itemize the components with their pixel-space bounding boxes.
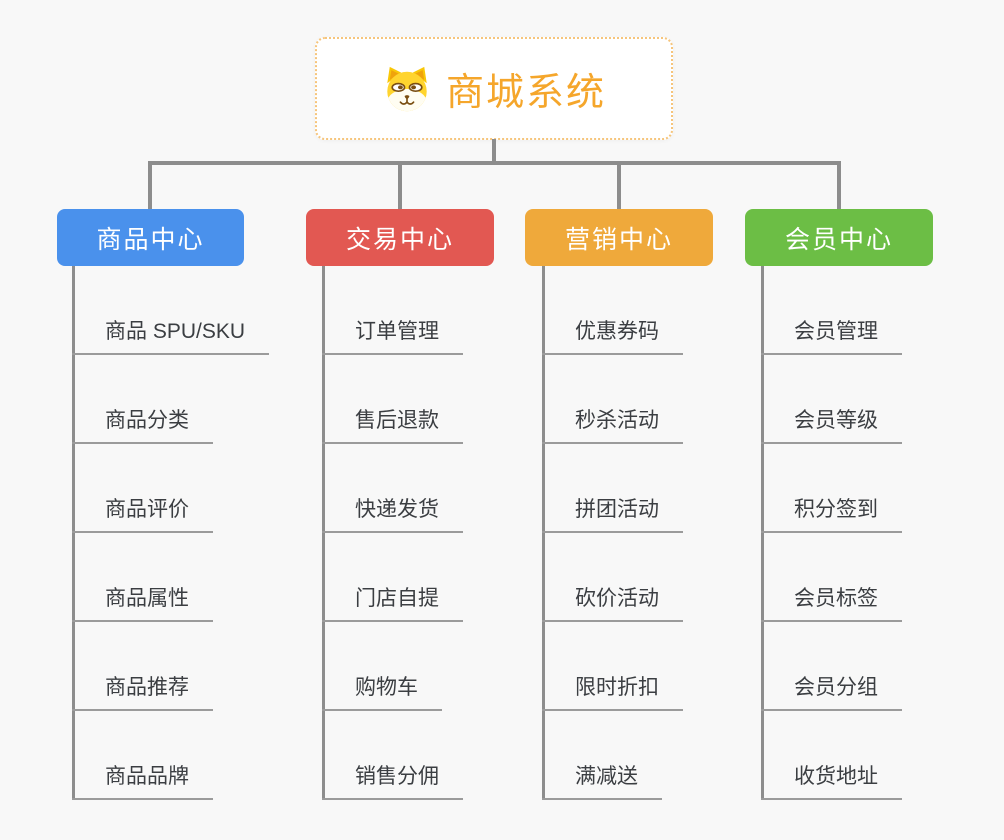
leaf-node[interactable]: 快递发货 <box>322 493 463 533</box>
leaf-row: 砍价活动 <box>542 533 683 622</box>
connector-root-stub <box>492 139 496 163</box>
leaf-row: 门店自提 <box>322 533 463 622</box>
leaf-node[interactable]: 商品 SPU/SKU <box>72 315 270 355</box>
connector-drop-marketing <box>617 165 621 209</box>
leaf-row: 会员标签 <box>761 533 902 622</box>
leaf-row: 满减送 <box>542 711 662 800</box>
leaf-node[interactable]: 商品属性 <box>72 582 213 622</box>
leaf-node[interactable]: 收货地址 <box>761 760 902 800</box>
branch-node-product-center[interactable]: 商品中心 <box>57 209 244 266</box>
leaf-node[interactable]: 会员管理 <box>761 315 902 355</box>
leaf-node[interactable]: 商品品牌 <box>72 760 213 800</box>
branch-children-member: 会员管理 会员等级 积分签到 会员标签 会员分组 收货地址 <box>761 266 1004 811</box>
leaf-row: 积分签到 <box>761 444 902 533</box>
connector-drop-product <box>148 165 152 209</box>
leaf-node[interactable]: 秒杀活动 <box>542 404 683 444</box>
branch-child-connector <box>761 266 764 800</box>
leaf-row: 订单管理 <box>322 266 463 355</box>
leaf-node[interactable]: 拼团活动 <box>542 493 683 533</box>
leaf-node[interactable]: 购物车 <box>322 671 442 711</box>
branch-child-connector <box>72 266 75 800</box>
leaf-row: 会员管理 <box>761 266 902 355</box>
leaf-node[interactable]: 商品评价 <box>72 493 213 533</box>
branch-child-connector <box>542 266 545 800</box>
leaf-row: 会员等级 <box>761 355 902 444</box>
branch-node-trade-center[interactable]: 交易中心 <box>306 209 494 266</box>
branch-children-product: 商品 SPU/SKU 商品分类 商品评价 商品属性 商品推荐 商品品牌 <box>72 266 332 811</box>
root-node-label: 商城系统 <box>445 72 606 114</box>
leaf-row: 商品分类 <box>72 355 213 444</box>
dog-face-icon <box>387 66 427 111</box>
branch-children-trade: 订单管理 售后退款 快递发货 门店自提 购物车 销售分佣 <box>322 266 582 811</box>
leaf-row: 商品推荐 <box>72 622 213 711</box>
branch-node-marketing-center[interactable]: 营销中心 <box>525 209 713 266</box>
branch-label: 会员中心 <box>784 225 893 254</box>
leaf-node[interactable]: 订单管理 <box>322 315 463 355</box>
branch-children-marketing: 优惠券码 秒杀活动 拼团活动 砍价活动 限时折扣 满减送 <box>542 266 802 811</box>
leaf-row: 拼团活动 <box>542 444 683 533</box>
leaf-row: 秒杀活动 <box>542 355 683 444</box>
leaf-node[interactable]: 商品推荐 <box>72 671 213 711</box>
branch-node-member-center[interactable]: 会员中心 <box>745 209 933 266</box>
leaf-node[interactable]: 会员分组 <box>761 671 902 711</box>
leaf-node[interactable]: 会员标签 <box>761 582 902 622</box>
leaf-row: 收货地址 <box>761 711 902 800</box>
branch-label: 交易中心 <box>345 225 454 254</box>
leaf-node[interactable]: 满减送 <box>542 760 662 800</box>
leaf-row: 快递发货 <box>322 444 463 533</box>
leaf-node[interactable]: 销售分佣 <box>322 760 463 800</box>
branch-label: 商品中心 <box>96 225 205 254</box>
branch-label: 营销中心 <box>564 225 673 254</box>
leaf-node[interactable]: 商品分类 <box>72 404 213 444</box>
connector-horizontal-bar <box>148 161 841 165</box>
leaf-node[interactable]: 砍价活动 <box>542 582 683 622</box>
root-node[interactable]: 商城系统 <box>315 37 673 140</box>
leaf-row: 商品 SPU/SKU <box>72 266 270 355</box>
leaf-node[interactable]: 限时折扣 <box>542 671 683 711</box>
leaf-row: 会员分组 <box>761 622 902 711</box>
leaf-node[interactable]: 会员等级 <box>761 404 902 444</box>
leaf-row: 商品品牌 <box>72 711 213 800</box>
leaf-row: 优惠券码 <box>542 266 683 355</box>
leaf-row: 购物车 <box>322 622 442 711</box>
branch-child-connector <box>322 266 325 800</box>
leaf-node[interactable]: 积分签到 <box>761 493 902 533</box>
connector-drop-member <box>837 165 841 209</box>
leaf-node[interactable]: 优惠券码 <box>542 315 683 355</box>
leaf-row: 商品评价 <box>72 444 213 533</box>
leaf-row: 售后退款 <box>322 355 463 444</box>
leaf-node[interactable]: 门店自提 <box>322 582 463 622</box>
leaf-node[interactable]: 售后退款 <box>322 404 463 444</box>
leaf-row: 销售分佣 <box>322 711 463 800</box>
leaf-row: 商品属性 <box>72 533 213 622</box>
leaf-row: 限时折扣 <box>542 622 683 711</box>
connector-drop-trade <box>398 165 402 209</box>
